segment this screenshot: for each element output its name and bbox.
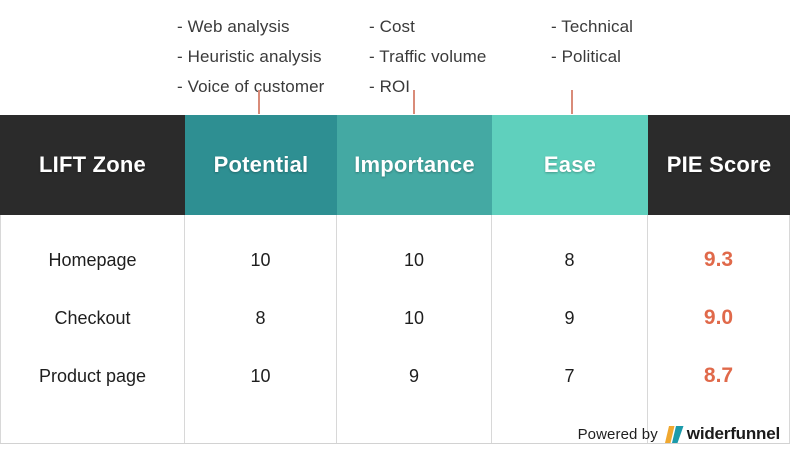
column-header-importance: Importance [337,115,492,215]
table-spacer-row [0,215,790,231]
spacer-cell [492,215,648,231]
cell-ease: 9 [492,289,648,347]
annotation-item: - Technical [551,17,634,36]
table-row: Product page 10 9 7 8.7 [0,347,790,405]
spacer-cell [648,215,790,231]
cell-lift-zone: Homepage [0,231,185,289]
widerfunnel-logo-icon [664,425,684,443]
cell-lift-zone: Product page [0,347,185,405]
annotation-group-ease: - Technical - Political [551,12,633,72]
cell-importance: 9 [337,347,492,405]
table-header-row: LIFT Zone Potential Importance Ease PIE … [0,115,790,215]
cell-potential: 10 [185,231,337,289]
connector-line-potential [258,90,260,114]
spacer-cell [337,405,492,443]
annotation-item: - Political [551,47,622,66]
column-header-potential: Potential [185,115,337,215]
pie-score-table: LIFT Zone Potential Importance Ease PIE … [0,115,790,444]
widerfunnel-wordmark: widerfunnel [686,424,780,443]
spacer-cell [492,405,648,443]
annotation-item: - Cost [369,17,415,36]
cell-ease: 7 [492,347,648,405]
spacer-cell [0,405,185,443]
annotation-group-potential: - Web analysis - Heuristic analysis - Vo… [177,12,324,102]
annotation-item: - Traffic volume [369,47,487,66]
cell-pie-score: 9.3 [648,231,790,289]
widerfunnel-logo: widerfunnel [664,424,780,444]
cell-lift-zone: Checkout [0,289,185,347]
annotation-item: - Voice of customer [177,77,325,96]
spacer-cell [0,215,185,231]
annotation-band: - Web analysis - Heuristic analysis - Vo… [0,0,790,115]
cell-pie-score: 9.0 [648,289,790,347]
annotation-item: - ROI [369,77,411,96]
cell-importance: 10 [337,289,492,347]
annotation-group-importance: - Cost - Traffic volume - ROI [369,12,487,102]
spacer-cell [185,405,337,443]
table-body: Homepage 10 10 8 9.3 Checkout 8 10 9 9.0… [0,215,790,444]
spacer-cell [185,215,337,231]
column-header-lift-zone: LIFT Zone [0,115,185,215]
powered-by-label: Powered by [577,425,658,443]
cell-potential: 8 [185,289,337,347]
cell-ease: 8 [492,231,648,289]
annotation-item: - Heuristic analysis [177,47,322,66]
table-row: Checkout 8 10 9 9.0 [0,289,790,347]
table-row: Homepage 10 10 8 9.3 [0,231,790,289]
spacer-cell [337,215,492,231]
annotation-item: - Web analysis [177,17,290,36]
connector-line-ease [571,90,573,114]
cell-importance: 10 [337,231,492,289]
footer-attribution: Powered by widerfunnel [577,424,781,444]
column-header-ease: Ease [492,115,648,215]
column-header-pie-score: PIE Score [648,115,790,215]
cell-potential: 10 [185,347,337,405]
cell-pie-score: 8.7 [648,347,790,405]
connector-line-importance [413,90,415,114]
